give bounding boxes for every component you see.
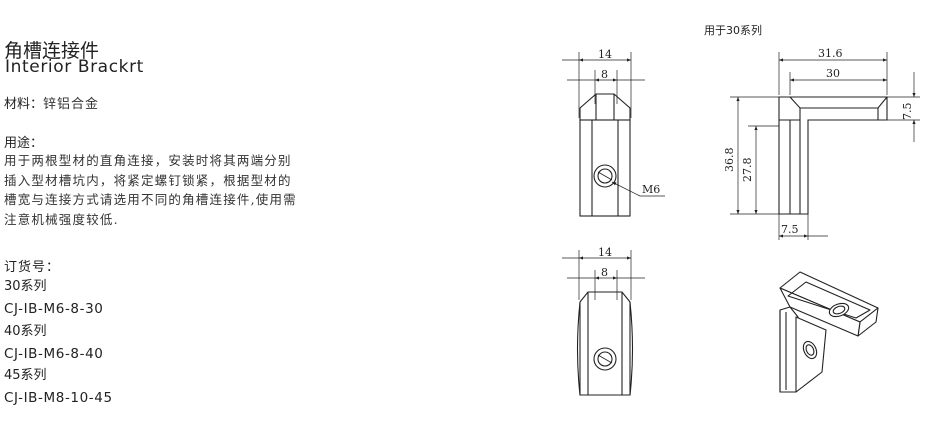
order-series: 30系列 [4,279,47,294]
bottom-front-view [562,250,645,396]
usage-label: 用途： [4,136,44,151]
title-chinese: 角槽连接件 [4,40,100,62]
order-list: 30系列 CJ-IB-M6-8-30 40系列 CJ-IB-M6-8-40 45… [4,276,113,410]
usage-line: 注意机械强度较低. [4,211,119,227]
dim-side-thickness-bottom: 7.5 [781,223,799,236]
usage-line: 插入型材槽坑内，将紧定螺钉锁紧，根据型材的 [4,172,292,188]
usage-line: 用于两根型材的直角连接，安装时将其两端分别 [4,153,292,168]
material-line: 材料：锌铝合金 [4,93,99,112]
material-value: 锌铝合金 [43,97,100,112]
order-series: 40系列 [4,323,47,339]
order-series: 45系列 [4,368,47,384]
dim-top-width-outer: 14 [598,48,612,61]
side-view [730,52,920,240]
order-number-label: 订货号： [4,260,61,275]
title-english: Interior Brackrt [5,57,144,77]
dim-side-height-inner: 27.8 [741,158,754,183]
dim-side-top-inner: 30 [826,67,840,80]
isometric-view [779,271,879,393]
dim-side-height-total: 36.8 [723,148,736,173]
top-front-view [562,52,665,217]
order-code: CJ-IB-M6-8-30 [4,301,104,318]
dim-thread-label: M6 [642,183,660,196]
series-note: 用于30系列 [704,23,762,37]
usage-description: 用于两根型材的直角连接，安装时将其两端分别 插入型材槽坑内，将紧定螺钉锁紧，根据… [4,151,384,229]
dim-top-width-inner: 8 [601,68,608,81]
material-label: 材料： [4,97,44,112]
usage-line: 槽宽与连接方式请选用不同的角槽连接件,使用需 [4,192,297,207]
dim-side-top-outer: 31.6 [818,47,843,60]
order-code: CJ-IB-M6-8-40 [4,345,104,362]
dim-bottom-width-inner: 8 [601,266,608,279]
order-code: CJ-IB-M8-10-45 [4,390,113,407]
dim-side-thickness-right: 7.5 [901,103,914,121]
dim-bottom-width-outer: 14 [598,246,612,259]
